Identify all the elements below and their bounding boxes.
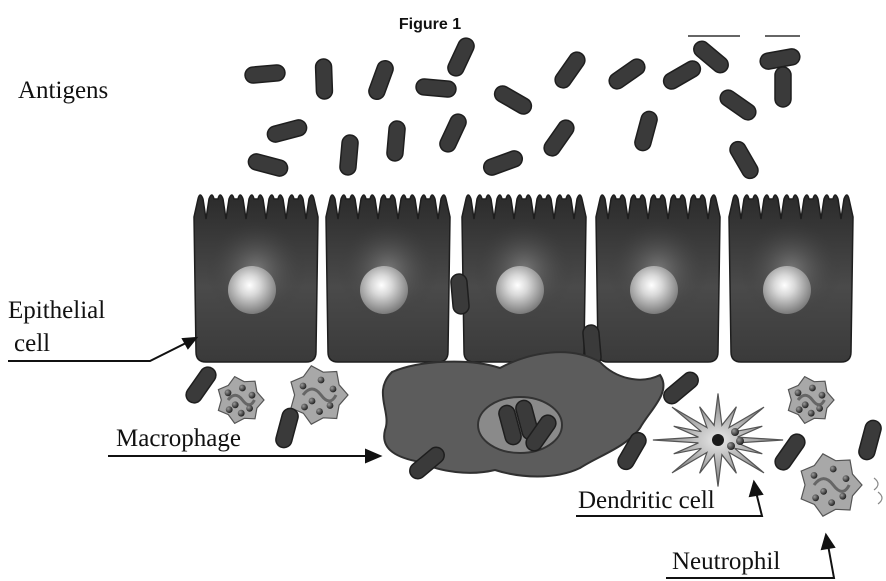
- antigen-rod: [541, 117, 577, 159]
- antigen-rod: [445, 35, 476, 78]
- epithelial-label-line2: cell: [14, 330, 50, 357]
- macrophage-label: Macrophage: [116, 425, 241, 452]
- antigen-rod: [775, 67, 791, 107]
- antigen-rod: [315, 59, 332, 100]
- antigen-rod: [386, 120, 405, 161]
- epithelial-nucleus: [496, 266, 544, 314]
- neutrophil-cell: [801, 454, 862, 516]
- edge-marks: [874, 478, 882, 504]
- dendritic-label: Dendritic cell: [578, 487, 715, 514]
- antigen-rod: [437, 111, 468, 154]
- neutrophil-cell: [788, 377, 834, 424]
- antigen-rod: [247, 152, 290, 178]
- epithelial-nucleus: [763, 266, 811, 314]
- antigen-rod: [661, 58, 704, 92]
- antigen-rod: [552, 49, 588, 91]
- dendritic-nucleus: [712, 434, 724, 446]
- antigen-rod: [857, 419, 883, 462]
- antigen-rod: [183, 364, 219, 406]
- antigen-rod: [481, 149, 524, 178]
- epithelial-nucleus: [360, 266, 408, 314]
- epithelial-cell: [194, 195, 318, 362]
- antigen-rod: [450, 273, 469, 314]
- antigen-rod: [633, 110, 659, 153]
- antigen-rod: [717, 87, 759, 123]
- neutrophil-cell: [291, 366, 348, 424]
- epithelial-label-line1: Epithelial: [8, 297, 105, 324]
- epithelial-cell: [326, 195, 450, 362]
- epithelial-layer: [194, 195, 853, 362]
- dendritic-cell: [653, 394, 783, 487]
- epithelial-cell: [596, 195, 720, 362]
- antigen-rod: [727, 139, 761, 182]
- epithelial-nucleus: [630, 266, 678, 314]
- antigen-rod: [244, 64, 285, 83]
- figure-title: Figure 1: [399, 16, 461, 33]
- neutrophil-label: Neutrophil: [672, 548, 780, 575]
- epithelial-cell: [729, 195, 853, 362]
- epithelial-cell: [462, 195, 586, 362]
- antigen-rod: [266, 118, 309, 144]
- antigen-rod: [492, 83, 535, 117]
- antigen-rod: [415, 78, 456, 97]
- antigen-rod: [772, 431, 808, 473]
- antigens-label: Antigens: [18, 77, 108, 104]
- antigen-group: [244, 35, 801, 181]
- antigen-rod: [339, 134, 358, 175]
- epithelial-nucleus: [228, 266, 276, 314]
- antigen-rod: [274, 407, 300, 450]
- antigen-rod: [367, 58, 396, 101]
- antigen-rod: [606, 56, 648, 92]
- antigen-rod: [661, 369, 702, 407]
- neutrophil-cell: [218, 377, 264, 424]
